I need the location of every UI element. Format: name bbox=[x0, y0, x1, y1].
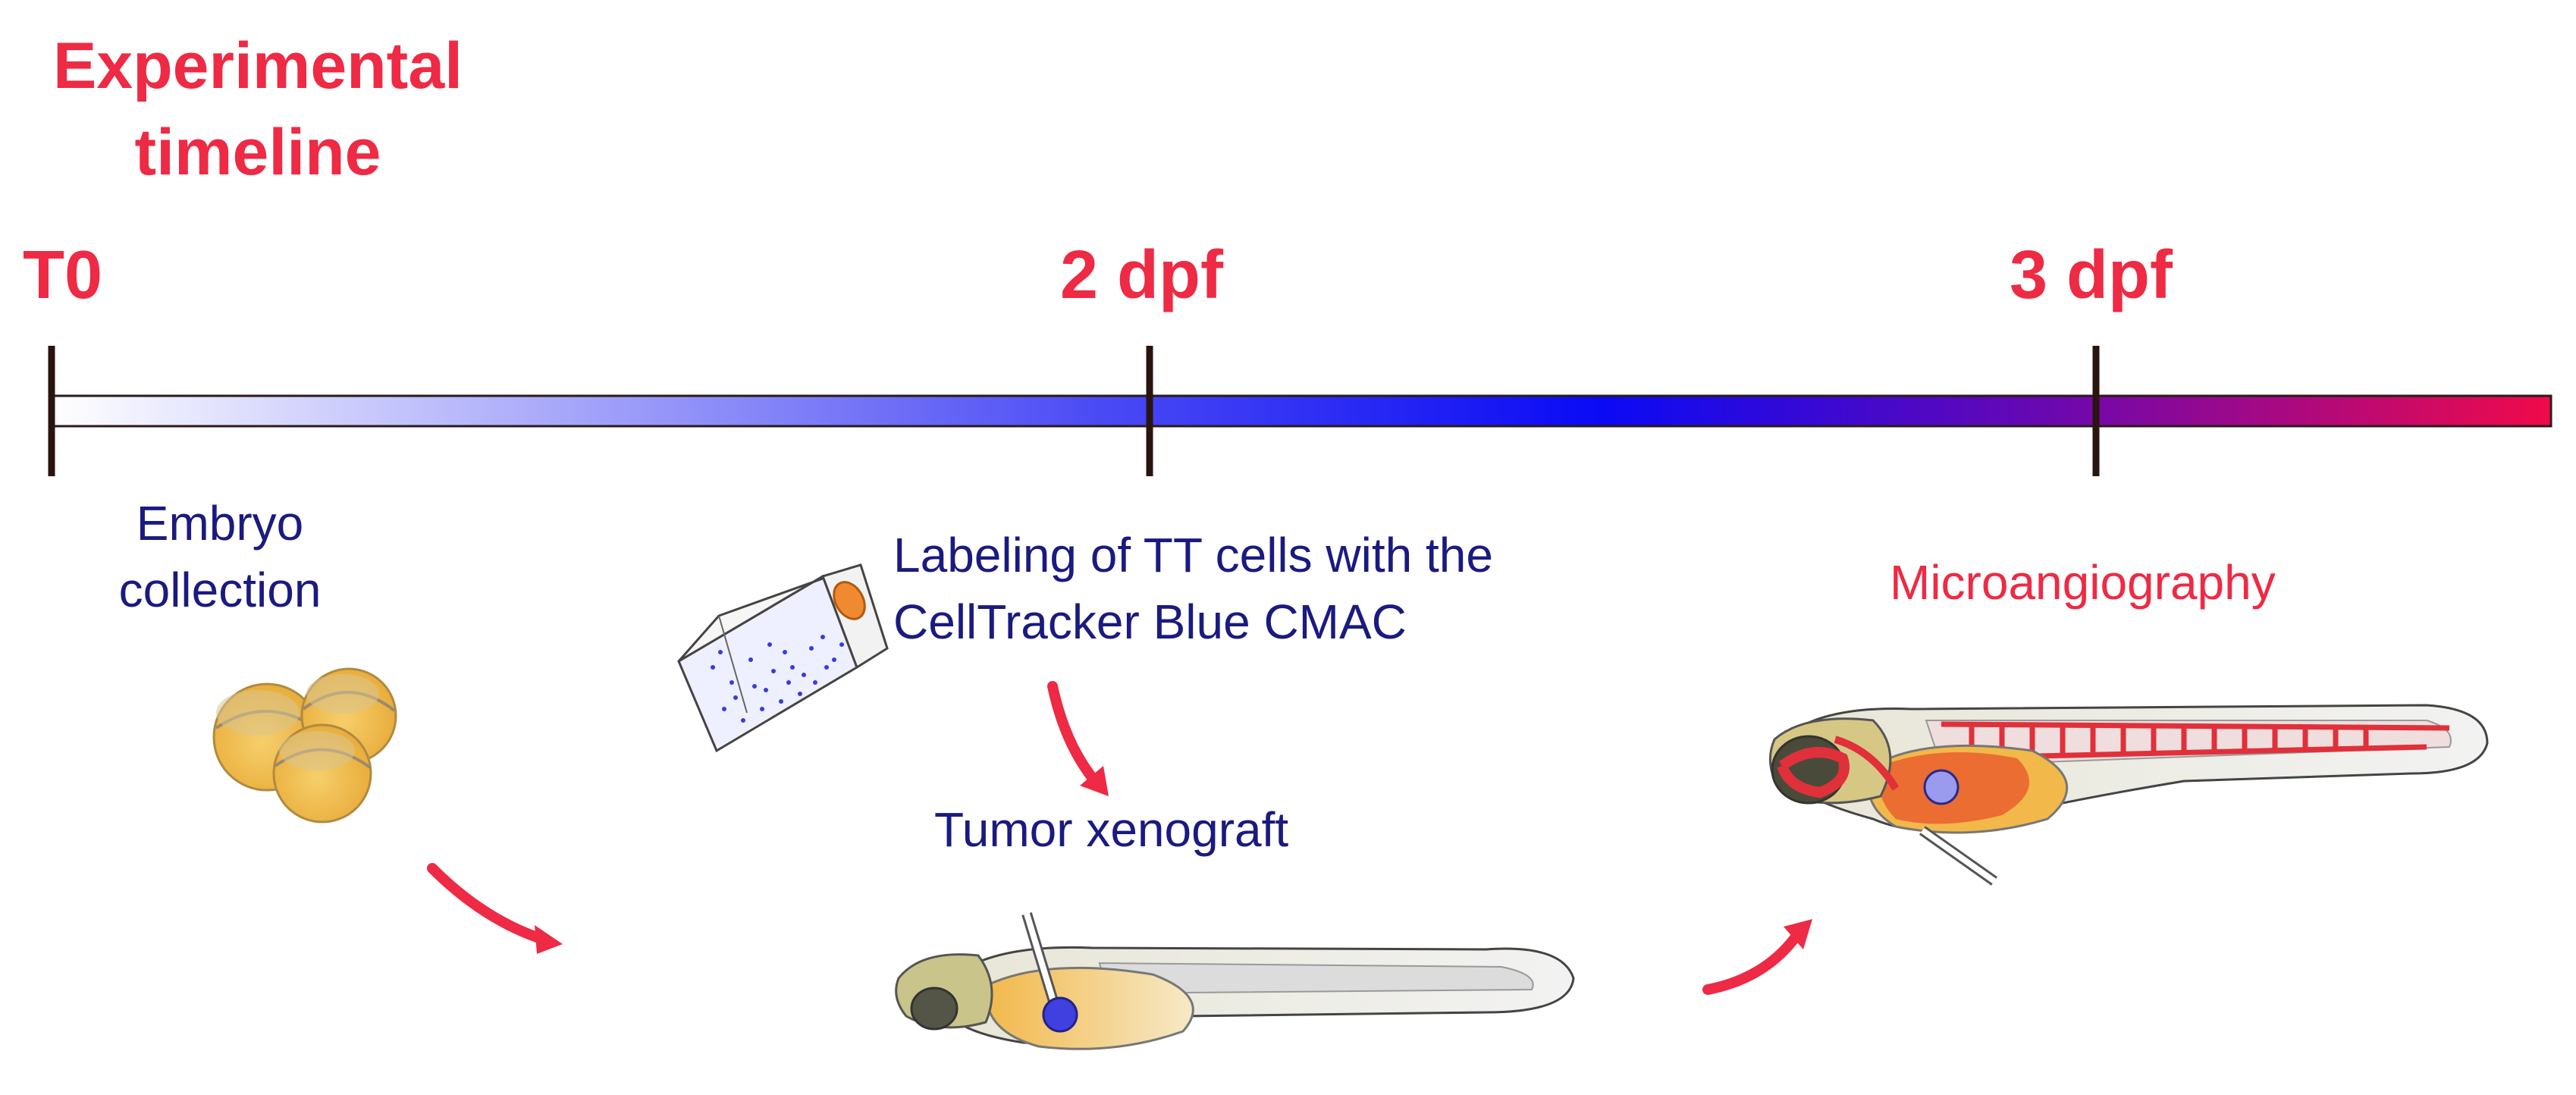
cell-dots bbox=[711, 635, 844, 723]
tick-label-t0: T0 bbox=[23, 237, 103, 313]
arrow-xenograft-to-microangio bbox=[1702, 927, 1804, 995]
microangiography-label: Microangiography bbox=[1890, 555, 2276, 610]
title-line-2: timeline bbox=[134, 116, 381, 189]
embryo-icon bbox=[212, 667, 397, 824]
timeline-ticks bbox=[48, 346, 2100, 476]
labeling-label: Labeling of TT cells with the CellTracke… bbox=[893, 528, 1493, 649]
tick-label-3dpf: 3 dpf bbox=[2010, 237, 2173, 313]
arrow-labeling-to-xenograft bbox=[1047, 681, 1103, 790]
arrow-embryo-to-xenograft bbox=[427, 863, 551, 946]
tumor-xenograft-label: Tumor xenograft bbox=[934, 802, 1289, 857]
curved-arrow-icon bbox=[427, 681, 1812, 995]
culture-flask-icon bbox=[677, 563, 889, 753]
tick-label-2dpf: 2 dpf bbox=[1060, 237, 1223, 313]
diagram-title: Experimental timeline bbox=[30, 23, 485, 196]
vessels bbox=[1941, 721, 2450, 761]
zebrafish-vasculature-icon bbox=[1768, 704, 2489, 886]
title-line-1: Experimental bbox=[52, 30, 463, 102]
timeline-bar bbox=[50, 394, 2552, 428]
embryo-collection-label: Embryo collection bbox=[118, 496, 322, 617]
zebrafish-injection-icon bbox=[895, 911, 1575, 1050]
